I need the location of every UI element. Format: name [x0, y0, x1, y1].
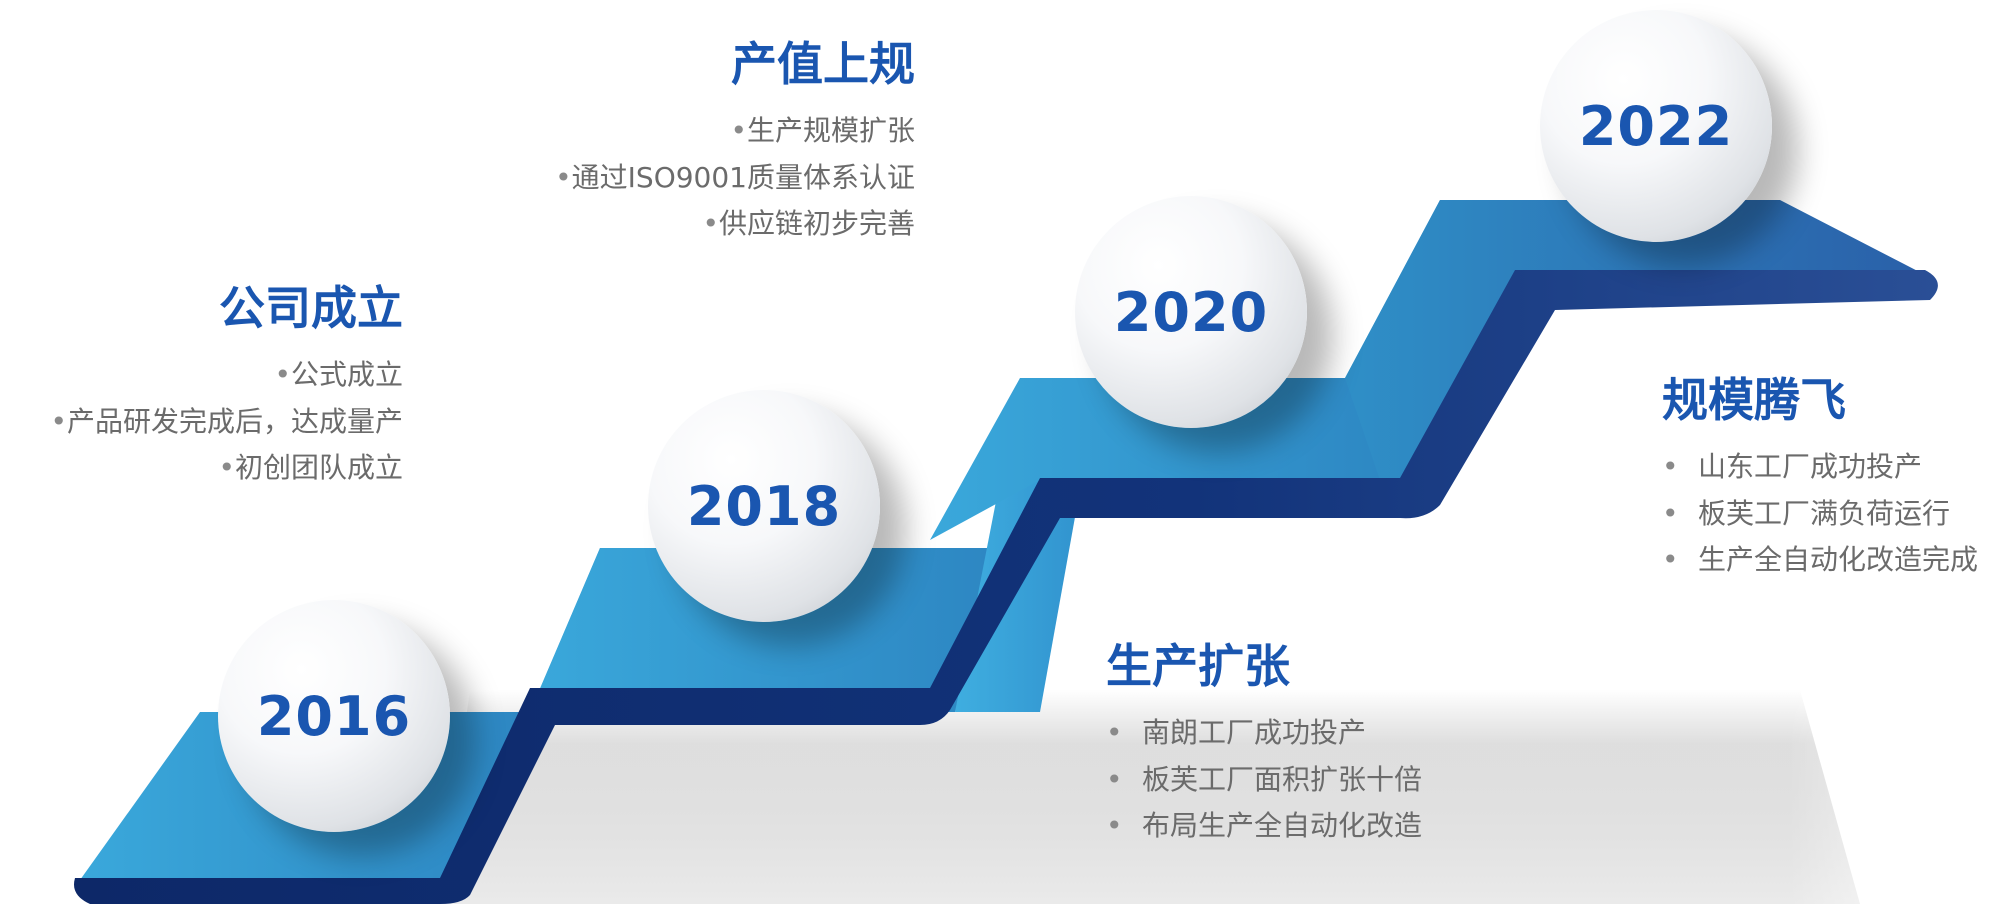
list-item: •生产规模扩张 [730, 114, 915, 147]
list-item: •供应链初步完善 [702, 207, 915, 240]
list-item: •通过ISO9001质量体系认证 [555, 160, 915, 194]
list-item: •山东工厂成功投产 [1662, 450, 1923, 483]
stair-front-band [74, 270, 1938, 904]
milestone-2016-text: 公司成立 •公式成立 •产品研发完成后，达成量产 •初创团队成立 [31, 278, 403, 492]
milestone-2018-text: 产值上规 •生产规模扩张 •通过ISO9001质量体系认证 •供应链初步完善 [536, 34, 915, 248]
step-2-top [530, 548, 1000, 712]
milestone-title: 公司成立 [219, 281, 403, 335]
year-ball-2022: 2022 [1540, 10, 1772, 242]
year-ball-2016: 2016 [218, 600, 450, 832]
year-ball-2020: 2020 [1075, 196, 1307, 428]
milestone-title: 产值上规 [731, 37, 915, 91]
milestone-title: 规模腾飞 [1662, 373, 1846, 427]
milestone-2020-text: 生产扩张 •南朗工厂成功投产 •板芙工厂面积扩张十倍 •布局生产全自动化改造 [1106, 636, 1422, 850]
year-label: 2018 [686, 474, 842, 538]
milestone-list: •山东工厂成功投产 •板芙工厂满负荷运行 •生产全自动化改造完成 [1662, 444, 1978, 584]
list-item: •生产全自动化改造完成 [1662, 543, 1979, 576]
milestone-list: •公式成立 •产品研发完成后，达成量产 •初创团队成立 [31, 352, 403, 492]
milestone-title: 生产扩张 [1106, 639, 1290, 693]
year-ball-2018: 2018 [648, 390, 880, 622]
milestone-list: •生产规模扩张 •通过ISO9001质量体系认证 •供应链初步完善 [536, 108, 915, 248]
list-item: •南朗工厂成功投产 [1106, 716, 1367, 749]
floor-shadow-fade [1300, 660, 1998, 904]
year-label: 2020 [1113, 280, 1269, 344]
year-label: 2022 [1578, 94, 1734, 158]
list-item: •布局生产全自动化改造 [1106, 809, 1423, 842]
list-item: •初创团队成立 [218, 451, 403, 484]
milestone-list: •南朗工厂成功投产 •板芙工厂面积扩张十倍 •布局生产全自动化改造 [1106, 710, 1422, 850]
list-item: •公式成立 [274, 358, 403, 391]
step-3-top [930, 378, 1410, 540]
year-label: 2016 [256, 684, 412, 748]
list-item: •板芙工厂满负荷运行 [1662, 496, 1951, 530]
list-item: •板芙工厂面积扩张十倍 [1106, 762, 1423, 796]
list-item: •产品研发完成后，达成量产 [50, 404, 403, 438]
milestone-2022-text: 规模腾飞 •山东工厂成功投产 •板芙工厂满负荷运行 •生产全自动化改造完成 [1662, 370, 1978, 584]
